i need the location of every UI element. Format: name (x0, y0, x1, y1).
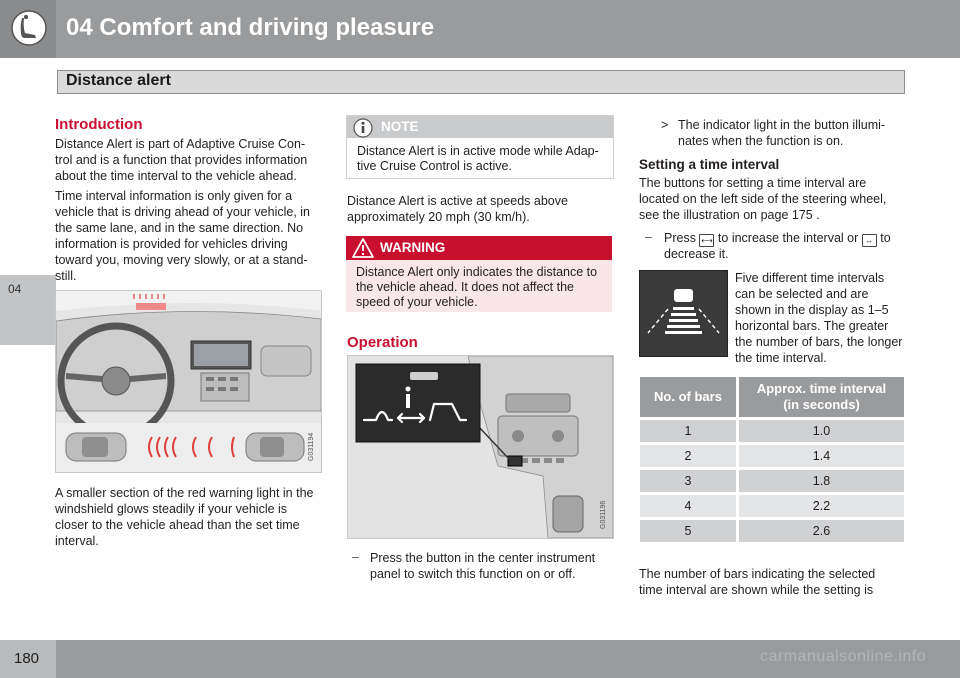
table-cell: 2 (640, 442, 738, 469)
center-console-button-illustration: G031196 (347, 355, 614, 539)
text-line: Distance Alert only indicates the distan… (356, 265, 598, 279)
note-label: NOTE (381, 119, 419, 134)
chapter-title: 04 Comfort and driving pleasure (66, 14, 435, 41)
page-number: 180 (14, 650, 40, 667)
figure-code: G031194 (308, 432, 315, 461)
text-segment: to (880, 231, 891, 245)
text-line: Distance Alert is part of Adaptive Cruis… (55, 137, 306, 151)
text-line: horizontal bars. The greater (735, 319, 889, 333)
text-line: panel to switch this function on or off. (370, 567, 576, 581)
text-segment: Press (664, 231, 696, 245)
text-line: shown in the display as 1–5 (735, 303, 889, 317)
text-line: windshield glows steadily if your vehicl… (55, 502, 288, 516)
column-header-bars: No. of bars (640, 377, 738, 419)
chapter-side-tab (0, 275, 56, 345)
text-line: the vehicle ahead. It does not affect th… (356, 280, 574, 294)
time-interval-bars-display (639, 270, 728, 357)
chapter-header (0, 0, 960, 58)
text-line: vehicle that is driving ahead of your ve… (55, 205, 311, 219)
page-footer (0, 640, 960, 678)
table-cell: 1.8 (736, 467, 904, 494)
chapter-tab-label: 04 (8, 282, 22, 296)
text-line: approximately 20 mph (30 km/h). (347, 210, 530, 224)
table-cell: 4 (640, 492, 738, 519)
info-icon (353, 118, 373, 138)
chapter-icon-box (0, 0, 56, 58)
table-row: 1 1.0 (640, 417, 904, 444)
operation-heading: Operation (347, 334, 418, 351)
text-line: the number of bars, the longer (735, 335, 903, 349)
table-cell: 2.6 (736, 517, 904, 542)
car-seat-icon (11, 10, 47, 46)
vehicle-ahead-icon (674, 289, 693, 302)
table-cell: 1.4 (736, 442, 904, 469)
text-line: closer to the vehicle ahead than the set… (55, 518, 300, 532)
table-row: 4 2.2 (640, 492, 904, 519)
table-cell: 3 (640, 467, 738, 494)
text-line: trol and is a function that provides inf… (55, 153, 308, 167)
watermark: carmanualsonline.info (760, 648, 927, 665)
time-interval-heading: Setting a time interval (639, 157, 780, 172)
warning-triangle-icon (352, 238, 374, 258)
press-dash: – (645, 230, 652, 244)
table-row: 5 2.6 (640, 517, 904, 542)
section-title-bar: Distance alert (57, 70, 905, 94)
text-line: decrease it. (664, 247, 729, 261)
figure-code: G031196 (600, 500, 607, 529)
dashboard-warning-light-illustration: G031194 (55, 290, 322, 473)
text-line: Distance Alert is in active mode while A… (357, 144, 599, 158)
note-header: NOTE (347, 116, 613, 138)
text-line: Distance Alert is active at speeds above (347, 194, 568, 208)
text-line: can be selected and are (735, 287, 869, 301)
section-title: Distance alert (66, 72, 171, 89)
decrease-interval-button-icon: ↔ (861, 234, 877, 247)
warning-header: WARNING (346, 236, 612, 260)
bullet-dash: – (352, 550, 359, 564)
header-line: (in seconds) (783, 397, 860, 412)
text-line: The number of bars indicating the select… (639, 567, 876, 581)
text-line: the time interval. (735, 351, 827, 365)
table-row: 2 1.4 (640, 442, 904, 469)
text-line: The buttons for setting a time interval … (639, 176, 867, 190)
text-line: toward you, moving very slowly, or at a … (55, 253, 308, 267)
table-header-row: No. of bars Approx. time interval (in se… (640, 377, 904, 419)
page-number-box (0, 640, 56, 678)
warning-label: WARNING (380, 240, 446, 255)
text-line: speed of your vehicle. (356, 295, 478, 309)
text-line: Press the button in the center instrumen… (370, 551, 596, 565)
text-line: information is provided for vehicles dri… (55, 237, 288, 251)
vehicle-ahead-icon (245, 432, 305, 462)
text-line: Five different time intervals (735, 271, 885, 285)
text-line: still. (55, 269, 77, 283)
table-cell: 1.0 (736, 417, 904, 444)
table-cell: 5 (640, 517, 738, 542)
text-segment: to increase the interval or (717, 231, 859, 245)
own-car-icon (65, 432, 127, 462)
text-line: The indicator light in the button illumi… (678, 118, 886, 132)
table-cell: 1 (640, 417, 738, 444)
time-interval-table: No. of bars Approx. time interval (in se… (640, 377, 904, 542)
table-row: 3 1.8 (640, 467, 904, 494)
result-marker: > (661, 118, 669, 132)
text-line: located on the left side of the steering… (639, 192, 887, 206)
text-line: see the illustration on page 175 . (639, 208, 820, 222)
text-line: tive Cruise Control is active. (357, 159, 512, 173)
warning-box: WARNING Distance Alert only indicates th… (346, 236, 612, 312)
text-line: Time interval information is only given … (55, 189, 293, 203)
text-line: nates when the function is on. (678, 134, 844, 148)
text-line: time interval are shown while the settin… (639, 583, 874, 597)
introduction-heading: Introduction (55, 116, 143, 133)
header-line: Approx. time interval (756, 381, 887, 396)
press-instruction: Press ⟷ to increase the interval or ↔ to (664, 230, 891, 247)
note-box: NOTE Distance Alert is in active mode wh… (346, 115, 614, 179)
text-line: about the time interval to the vehicle a… (55, 169, 297, 183)
column-header-interval: Approx. time interval (in seconds) (736, 377, 904, 419)
text-line: interval. (55, 534, 99, 548)
table-cell: 2.2 (736, 492, 904, 519)
text-line: the same lane, and in the same direction… (55, 221, 304, 235)
text-line: A smaller section of the red warning lig… (55, 486, 314, 500)
